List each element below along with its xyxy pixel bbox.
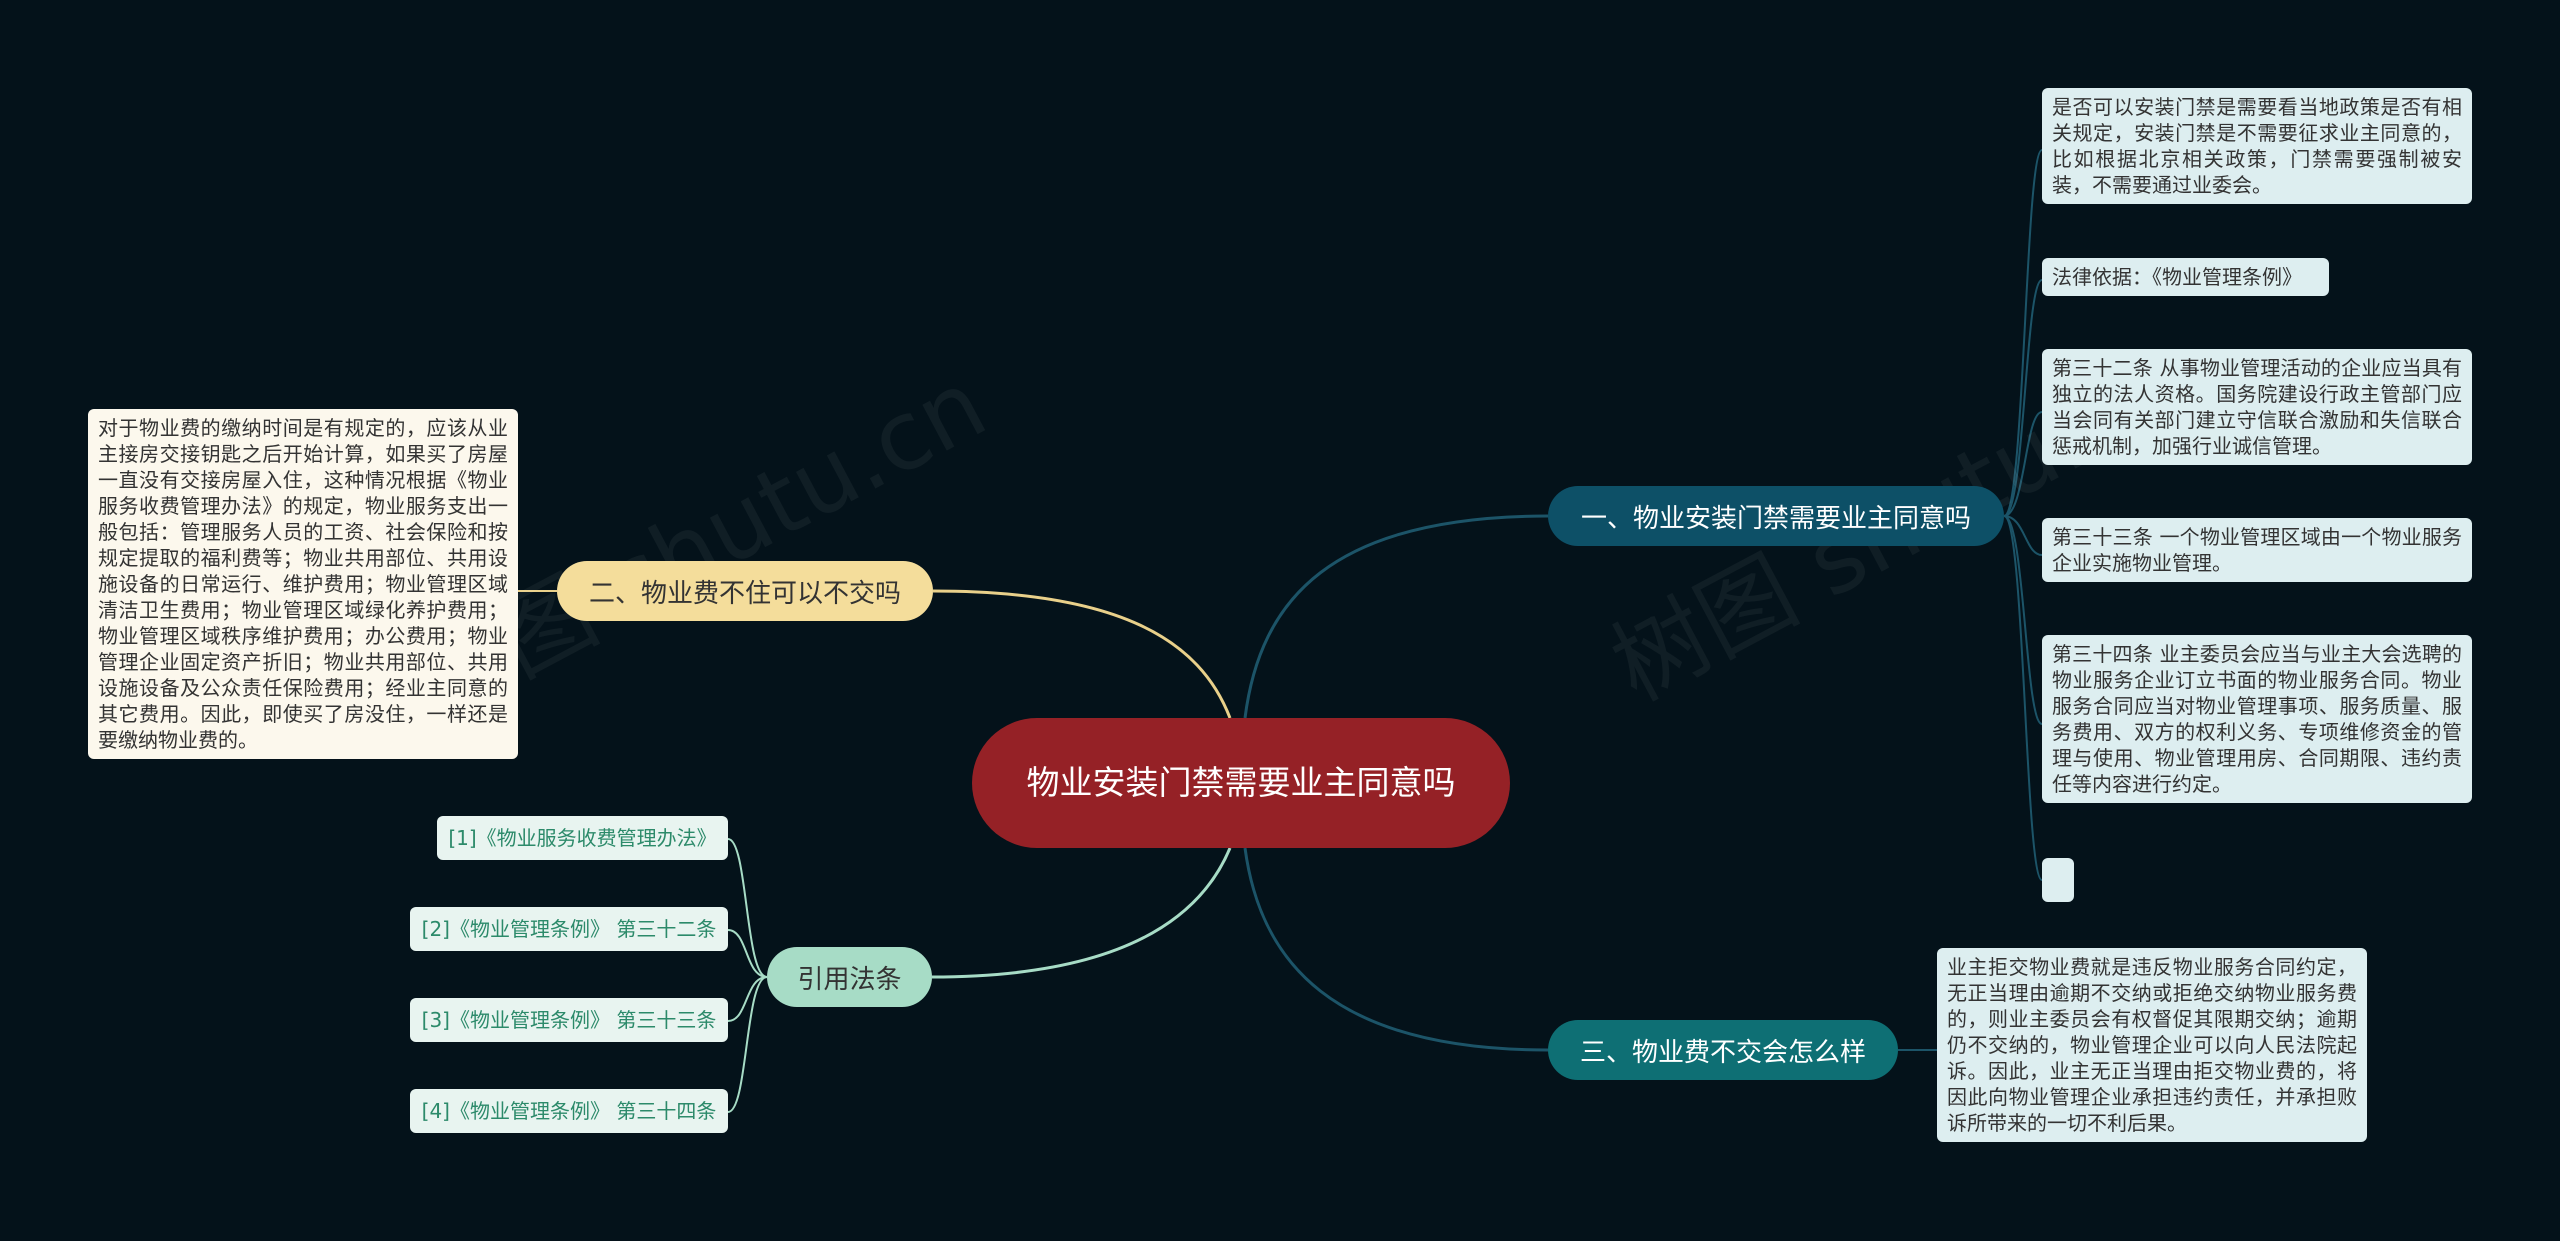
leaf-b1-5[interactable]: 第三十四条 业主委员会应当与业主大会选聘的物业服务企业订立书面的物业服务合同。物… [2042,635,2472,803]
leaf-b1-6[interactable] [2042,858,2074,902]
edge-b4-ref1 [727,838,768,978]
leaf-b1-1[interactable]: 是否可以安装门禁是需要看当地政策是否有相关规定，安装门禁是不需要征求业主同意的，… [2042,88,2472,204]
branch-b3[interactable]: 三、物业费不交会怎么样 [1548,1020,1898,1080]
edge-b1-leaf6 [2003,515,2043,881]
edge-b4-ref3 [727,976,768,1022]
branch-b4[interactable]: 引用法条 [767,947,932,1007]
edge-b1-leaf4 [2003,515,2043,556]
branch-b1[interactable]: 一、物业安装门禁需要业主同意吗 [1548,486,2004,546]
ref-4[interactable]: [4]《物业管理条例》 第三十四条 [410,1089,728,1133]
edge-b4-ref2 [727,929,768,978]
central-topic[interactable]: 物业安装门禁需要业主同意吗 [972,718,1510,848]
leaf-b1-2[interactable]: 法律依据：《物业管理条例》 [2042,258,2329,296]
edge-center-b1 [1243,514,1549,719]
edge-center-b2 [932,589,1232,719]
leaf-b1-3[interactable]: 第三十二条 从事物业管理活动的企业应当具有独立的法人资格。国务院建设行政主管部门… [2042,349,2472,465]
edge-center-b4 [931,847,1232,979]
ref-1[interactable]: [1]《物业服务收费管理办法》 [437,816,728,860]
branch-b2[interactable]: 二、物业费不住可以不交吗 [557,561,933,621]
ref-3[interactable]: [3]《物业管理条例》 第三十三条 [410,998,728,1042]
edge-center-b3 [1243,847,1549,1052]
edge-b1-leaf2 [2003,279,2043,517]
edge-b1-leaf3 [2003,411,2043,517]
leaf-b3[interactable]: 业主拒交物业费就是违反物业服务合同约定，无正当理由逾期不交纳或拒绝交纳物业服务费… [1937,948,2367,1142]
edge-b1-leaf1 [2003,149,2043,517]
edge-b4-ref4 [727,976,768,1113]
leaf-b2[interactable]: 对于物业费的缴纳时间是有规定的，应该从业主接房交接钥匙之后开始计算，如果买了房屋… [88,409,518,759]
leaf-b1-4[interactable]: 第三十三条 一个物业管理区域由一个物业服务企业实施物业管理。 [2042,518,2472,582]
edge-b1-leaf5 [2003,515,2043,725]
ref-2[interactable]: [2]《物业管理条例》 第三十二条 [410,907,728,951]
